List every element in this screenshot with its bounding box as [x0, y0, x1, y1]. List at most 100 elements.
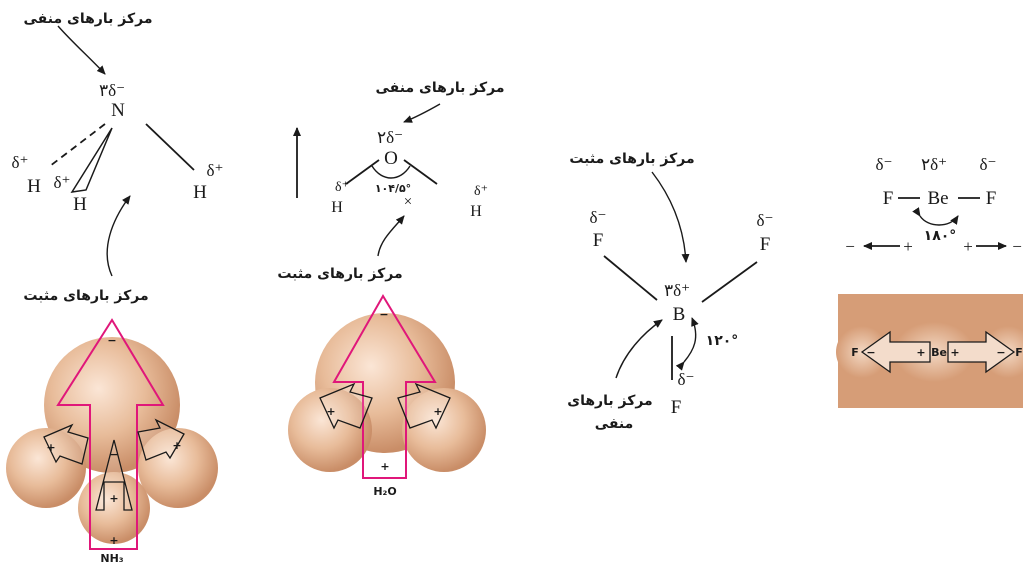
bef2-f1-atom: F — [883, 188, 894, 209]
bef2-angle-arc — [912, 207, 959, 226]
bef2-model-plus-right: + — [950, 346, 959, 359]
bef2-f2-atom: F — [986, 188, 997, 209]
nh3-h3-atom: H — [193, 182, 207, 203]
h2o-h-sphere-right — [402, 388, 486, 472]
nh3-bond-dipole-left — [43, 423, 89, 465]
nh3-right-plus: + — [172, 439, 181, 452]
nh3-neg-center-arrow — [57, 25, 106, 75]
h2o-formula: H₂O — [373, 485, 396, 498]
h2o-bond-dipole-right — [397, 382, 451, 430]
h2o-h-sphere-left — [288, 388, 372, 472]
nh3-h-sphere-left — [6, 428, 86, 508]
bf3-neg-center-label-1: مرکز بارهای — [567, 393, 652, 409]
h2o-pos-center-arrow — [377, 215, 405, 257]
h2o-h1-atom: H — [331, 199, 343, 216]
nh3-net-dipole-arrow — [56, 318, 165, 550]
nh3-net-minus: − — [107, 334, 116, 347]
bef2-left-minus: − — [845, 237, 855, 256]
nh3-net-plus: + — [109, 534, 118, 547]
bf3-pos-center-arrow — [651, 171, 690, 263]
h2o-net-plus: + — [380, 460, 389, 473]
nh3-n-sphere — [44, 337, 180, 473]
bef2-right-plus: + — [963, 237, 973, 256]
nh3-right-bond — [145, 123, 195, 171]
h2o-structure: مرکز بارهای منفی ۲δ⁻ O ۱۰۴/۵° × δ⁺ H δ⁺ … — [277, 80, 504, 282]
nh3-pos-center-arrow — [106, 195, 131, 277]
bef2-model-f-right: F — [1015, 346, 1023, 359]
h2o-h2-charge: δ⁺ — [474, 184, 488, 199]
h2o-left-plus: + — [326, 405, 335, 418]
h2o-net-dipole-arrow — [332, 294, 437, 479]
h2o-model: − + + + H₂O — [288, 294, 486, 498]
nh3-bottom-minus: − — [109, 448, 118, 461]
bf3-pos-center-label: مرکز بارهای مثبت — [569, 151, 694, 167]
bef2-f1-charge: δ⁻ — [876, 155, 893, 174]
bf3-f1-charge: δ⁻ — [590, 208, 607, 227]
nh3-h1-atom: H — [27, 176, 41, 197]
nh3-h2-charge: δ⁺ — [54, 173, 71, 192]
bef2-structure: δ⁻ ۲δ⁺ δ⁻ F Be F ۱۸۰° − + + − — [845, 155, 1022, 256]
bef2-model-plus-left: + — [916, 346, 925, 359]
h2o-bond-dipole-left — [319, 382, 373, 430]
bef2-be-atom: Be — [927, 188, 948, 209]
bef2-f2-charge: δ⁻ — [980, 155, 997, 174]
h2o-net-minus: − — [379, 308, 388, 321]
bef2-right-minus: − — [1012, 237, 1022, 256]
nh3-h3-charge: δ⁺ — [207, 161, 224, 180]
h2o-center-mark: × — [404, 194, 412, 210]
bf3-f2-charge: δ⁻ — [757, 211, 774, 230]
bef2-be-sphere — [894, 322, 974, 382]
nh3-h-sphere-right — [138, 428, 218, 508]
bf3-f3-charge: δ⁻ — [678, 370, 695, 389]
bef2-model-be: Be — [931, 346, 947, 359]
nh3-n-charge: ۳δ⁻ — [99, 81, 125, 100]
nh3-structure: مرکز بارهای منفی ۳δ⁻ N δ⁺ H δ⁺ H δ⁺ H مر… — [12, 11, 224, 304]
bf3-neg-center-label-2: منفی — [595, 416, 634, 432]
nh3-n-atom: N — [111, 100, 125, 121]
h2o-angle: ۱۰۴/۵° — [375, 182, 411, 195]
nh3-neg-center-label: مرکز بارهای منفی — [24, 11, 153, 27]
nh3-formula: NH₃ — [100, 552, 123, 565]
nh3-h1-charge: δ⁺ — [12, 153, 29, 172]
bef2-angle: ۱۸۰° — [924, 228, 957, 244]
nh3-pos-center-label: مرکز بارهای مثبت — [23, 288, 148, 304]
bf3-angle-arc — [675, 317, 699, 371]
bef2-left-plus: + — [903, 237, 913, 256]
bf3-bond-right — [701, 261, 758, 303]
nh3-h-sphere-bottom — [78, 472, 150, 544]
bf3-f2-atom: F — [760, 234, 771, 255]
nh3-left-plus: + — [46, 441, 55, 454]
h2o-h1-charge: δ⁺ — [335, 180, 349, 195]
bef2-be-charge: ۲δ⁺ — [921, 155, 947, 174]
h2o-right-plus: + — [433, 405, 442, 418]
bf3-angle: ۱۲۰° — [706, 333, 739, 349]
h2o-neg-center-label: مرکز بارهای منفی — [376, 80, 505, 96]
nh3-model: − + + − + + NH₃ — [6, 318, 218, 565]
bef2-model-minus-left: − — [866, 346, 875, 359]
h2o-angle-arc — [371, 165, 411, 179]
bf3-neg-center-arrow — [615, 319, 663, 379]
bf3-f3-atom: F — [671, 397, 682, 418]
nh3-bottom-plus: + — [109, 492, 118, 505]
h2o-neg-center-arrow — [403, 103, 441, 123]
h2o-bond-left — [345, 159, 380, 185]
bf3-b-atom: B — [673, 304, 686, 325]
h2o-o-charge: ۲δ⁻ — [377, 128, 403, 147]
h2o-pos-center-label: مرکز بارهای مثبت — [277, 266, 402, 282]
nh3-bond-dipole-bottom — [95, 439, 133, 511]
h2o-o-atom: O — [384, 148, 398, 169]
bef2-model-minus-right: − — [996, 346, 1005, 359]
bf3-b-charge: ۳δ⁺ — [664, 281, 690, 300]
bf3-f1-atom: F — [593, 230, 604, 251]
h2o-h2-atom: H — [470, 203, 482, 220]
nh3-bond-dipole-right — [137, 418, 185, 461]
h2o-bond-right — [403, 159, 438, 185]
bf3-bond-left — [603, 255, 658, 301]
bef2-bond-dipole-left — [860, 330, 931, 374]
bef2-bond-dipole-right — [947, 330, 1016, 374]
nh3-wedge-bond — [70, 127, 113, 193]
bf3-structure: مرکز بارهای مثبت δ⁻ F δ⁻ F ۳δ⁺ B ۱۲۰° δ⁻… — [567, 151, 773, 432]
nh3-h2-atom: H — [73, 194, 87, 215]
bef2-model: F − + Be + − F — [836, 294, 1023, 408]
